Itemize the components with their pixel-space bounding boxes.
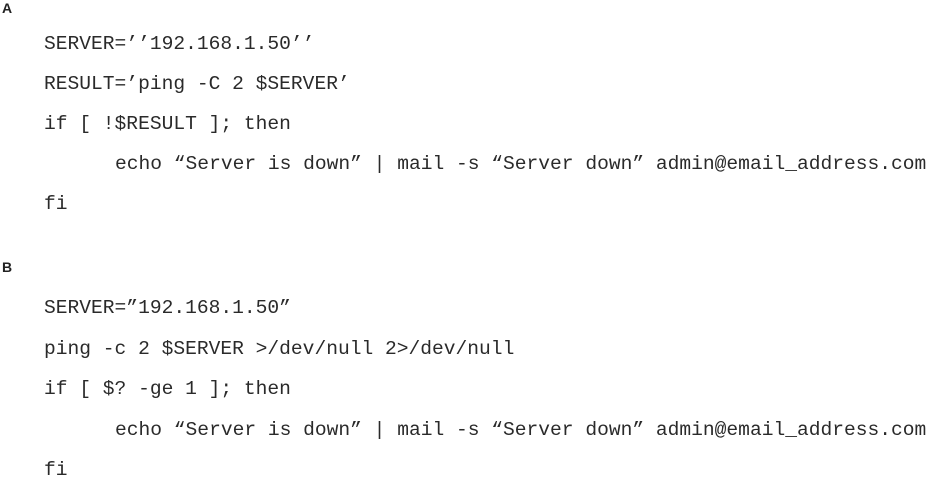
code-line: ping -c 2 $SERVER >/dev/null 2>/dev/null (44, 338, 515, 360)
code-line: if [ !$RESULT ]; then (44, 113, 291, 135)
option-label-a: A (2, 0, 13, 16)
code-line: SERVER=”192.168.1.50” (44, 297, 291, 319)
code-line: fi (44, 459, 68, 481)
code-line: RESULT=’ping -C 2 $SERVER’ (44, 73, 350, 95)
option-label-b: B (2, 259, 13, 275)
code-line: echo “Server is down” | mail -s “Server … (115, 419, 927, 441)
code-line: if [ $? -ge 1 ]; then (44, 378, 291, 400)
code-line: echo “Server is down” | mail -s “Server … (115, 153, 927, 175)
code-line: SERVER=’’192.168.1.50’’ (44, 33, 315, 55)
code-line: fi (44, 193, 68, 215)
